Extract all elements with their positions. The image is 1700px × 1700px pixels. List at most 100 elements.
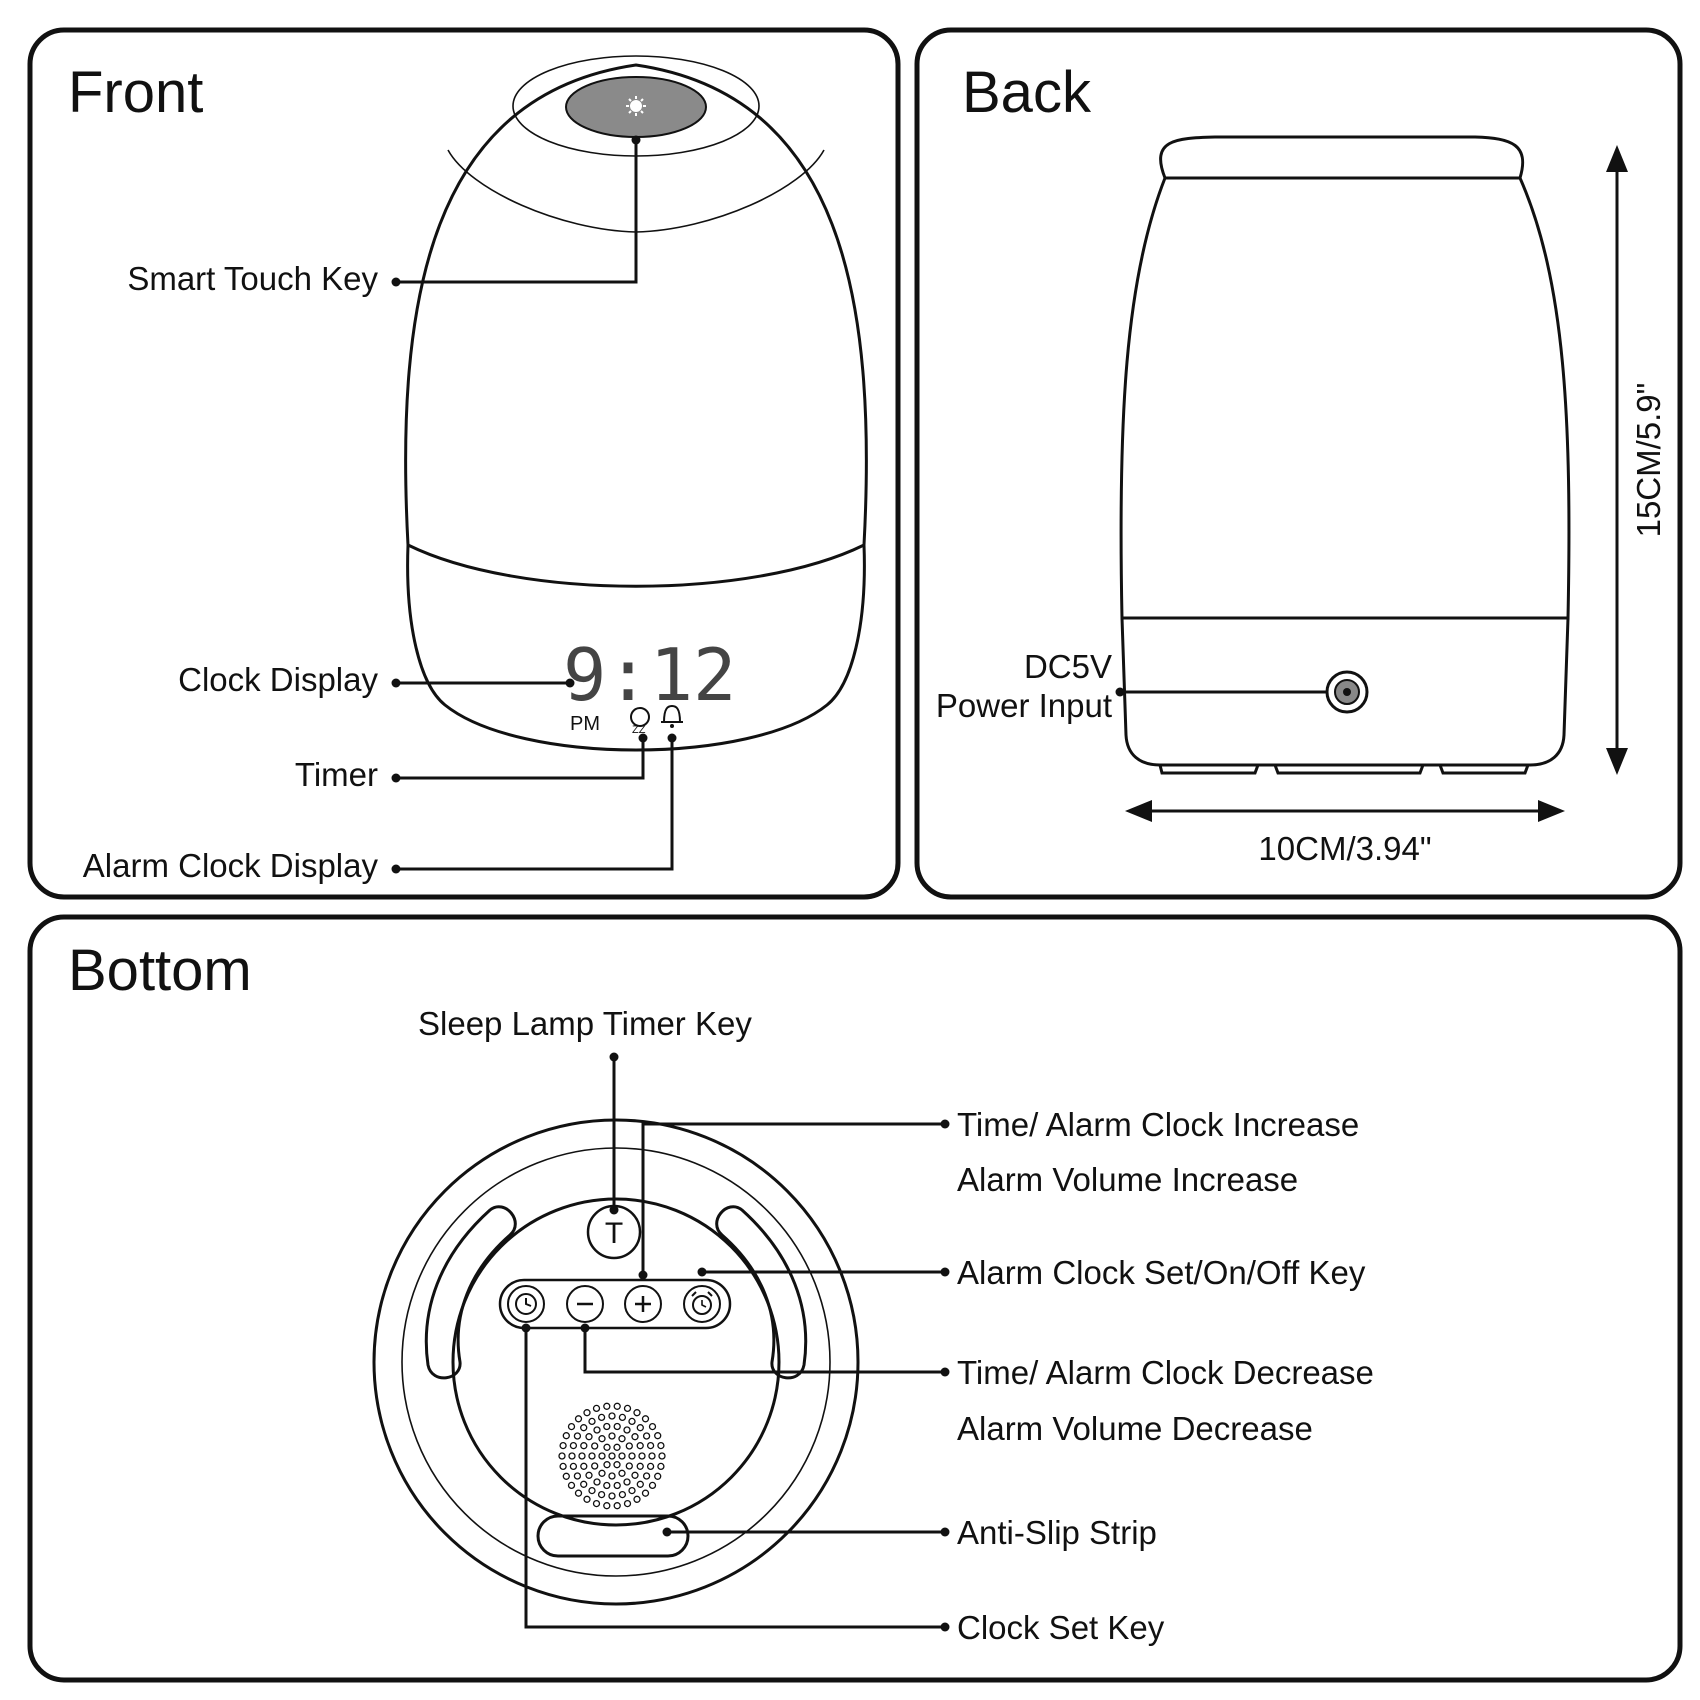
label-sleep-lamp-timer-key: Sleep Lamp Timer Key (418, 1005, 752, 1042)
minus-icon (566, 1285, 604, 1323)
grille-hole (613, 1502, 621, 1510)
grille-hole (628, 1486, 636, 1495)
grille-hole (573, 1472, 582, 1480)
grille-hole (593, 1426, 601, 1434)
bottom-title: Bottom (68, 938, 252, 1003)
bell-icon (661, 704, 683, 728)
grille-hole (608, 1432, 616, 1440)
grille-hole (597, 1490, 606, 1499)
grille-hole (623, 1404, 632, 1413)
grille-hole (592, 1499, 601, 1508)
grille-hole (641, 1489, 650, 1497)
grille-hole (562, 1432, 570, 1440)
grille-hole (625, 1462, 633, 1470)
width-dimension: 10CM/3.94" (1125, 800, 1565, 867)
grille-hole (648, 1452, 656, 1460)
grille-hole (613, 1402, 621, 1410)
grille-hole (603, 1461, 611, 1469)
grille-hole (583, 1495, 591, 1503)
grille-hole (618, 1452, 626, 1460)
plus-icon (624, 1285, 662, 1323)
grille-hole (613, 1443, 621, 1451)
sun-icon (626, 96, 646, 116)
left-slip-strip (424, 1205, 517, 1380)
front-panel: Front 9:12 PM (27, 27, 901, 900)
grille-hole (592, 1404, 601, 1413)
grille-hole (613, 1461, 621, 1469)
grille-hole (608, 1492, 616, 1500)
grille-hole (574, 1489, 583, 1497)
label-height: 15CM/5.9" (1630, 383, 1667, 538)
grille-hole (593, 1478, 601, 1486)
back-title: Back (962, 60, 1092, 125)
grille-hole (623, 1499, 632, 1508)
bottom-slip-strip (536, 1514, 690, 1558)
label-clock-display: Clock Display (178, 661, 378, 698)
grille-hole (654, 1432, 662, 1440)
label-power-line1: DC5V (1024, 648, 1112, 685)
bottom-panel: Bottom T (27, 914, 1683, 1683)
label-alarm-clock-display: Alarm Clock Display (83, 847, 379, 884)
grille-hole (588, 1452, 596, 1460)
grille-hole (588, 1486, 596, 1495)
grille-hole (633, 1495, 641, 1503)
grille-hole (569, 1462, 578, 1471)
grille-hole (628, 1417, 636, 1426)
grille-hole (574, 1415, 583, 1423)
speaker-grille (558, 1402, 666, 1510)
back-panel: Back DC5V Power Input 15CM/5.9" (914, 27, 1683, 900)
grille-hole (642, 1432, 651, 1440)
grille-hole (636, 1442, 644, 1450)
grille-hole (603, 1422, 611, 1431)
power-port (1325, 670, 1369, 714)
grille-hole (636, 1462, 644, 1470)
grille-hole (568, 1452, 576, 1460)
grille-hole (603, 1443, 611, 1451)
grille-hole (580, 1442, 588, 1450)
grille-hole (654, 1472, 662, 1480)
grille-hole (583, 1409, 591, 1417)
grille-hole (625, 1442, 633, 1450)
label-anti-slip-strip: Anti-Slip Strip (957, 1514, 1157, 1551)
grille-hole (636, 1480, 644, 1488)
clock-period: PM (570, 713, 600, 735)
label-timer: Timer (295, 756, 378, 793)
bottom-leaders (521, 1052, 950, 1632)
grille-hole (591, 1442, 599, 1450)
grille-hole (562, 1472, 570, 1480)
grille-hole (580, 1462, 588, 1470)
svg-text:ZZ: ZZ (632, 724, 646, 736)
grille-hole (580, 1424, 588, 1432)
grille-hole (608, 1452, 616, 1460)
alarm-clock-icon (683, 1285, 721, 1323)
grille-hole (578, 1452, 586, 1460)
grille-hole (585, 1433, 593, 1441)
grille-hole (580, 1480, 588, 1488)
snooze-icon: ZZ (630, 707, 650, 736)
grille-hole (633, 1409, 641, 1417)
grille-hole (569, 1441, 578, 1450)
grille-hole (613, 1422, 621, 1431)
grille-hole (628, 1452, 636, 1460)
label-clock-set-key: Clock Set Key (957, 1609, 1165, 1646)
grille-hole (558, 1452, 566, 1460)
grille-hole (657, 1462, 665, 1471)
grille-hole (658, 1452, 666, 1460)
label-width: 10CM/3.94" (1258, 830, 1431, 867)
grille-hole (636, 1424, 644, 1432)
clock-icon (507, 1285, 545, 1323)
clock-display-digits: 9:12 (563, 633, 736, 717)
grille-hole (613, 1481, 621, 1490)
grille-hole (623, 1478, 631, 1486)
grille-hole (648, 1422, 657, 1431)
bottom-base (372, 1118, 860, 1606)
label-decrease-line2: Alarm Volume Decrease (957, 1410, 1313, 1447)
grille-hole (648, 1481, 657, 1490)
grille-hole (618, 1413, 627, 1422)
grille-hole (603, 1481, 611, 1490)
label-decrease-line1: Time/ Alarm Clock Decrease (957, 1354, 1374, 1391)
label-alarm-set-key: Alarm Clock Set/On/Off Key (957, 1254, 1366, 1291)
grille-hole (641, 1415, 650, 1423)
grille-hole (598, 1469, 606, 1477)
